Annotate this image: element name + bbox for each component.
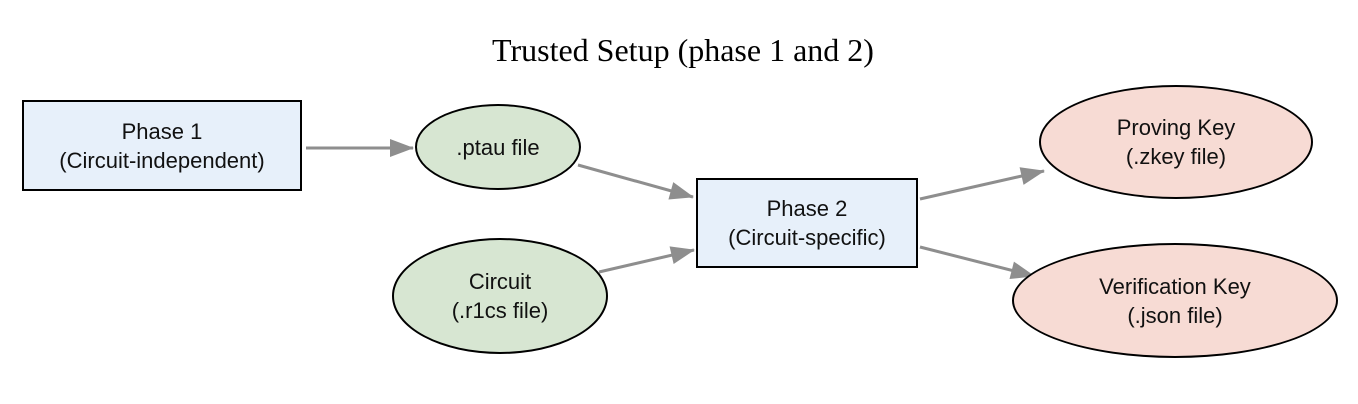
node-verification-key-line2: (.json file) [1127, 302, 1223, 328]
node-circuit-line2: (.r1cs file) [451, 298, 549, 323]
node-phase1: Phase 1 (Circuit-independent) [22, 100, 302, 191]
node-phase1-line2: (Circuit-independent) [59, 147, 265, 173]
node-phase2-line1: Phase 2 [766, 196, 848, 221]
node-phase2: Phase 2 (Circuit-specific) [696, 178, 918, 268]
node-phase2-line2: (Circuit-specific) [728, 225, 886, 250]
edge-ptau-to-phase2 [577, 163, 694, 200]
node-ptau-file: .ptau file [415, 104, 581, 190]
node-circuit: Circuit (.r1cs file) [392, 238, 608, 354]
diagram-title: Trusted Setup (phase 1 and 2) [492, 32, 874, 68]
edge-phase2-to-proving-key [919, 167, 1045, 201]
node-verification-key-line1: Verification Key [1099, 273, 1251, 299]
edge-phase2-to-verification-key [919, 245, 1035, 280]
node-circuit-line1: Circuit [468, 269, 532, 294]
node-phase1-line1: Phase 1 [121, 118, 203, 144]
node-proving-key: Proving Key (.zkey file) [1039, 85, 1313, 199]
node-proving-key-line1: Proving Key [1116, 115, 1236, 140]
node-ptau-file-label: .ptau file [456, 134, 540, 160]
edge-circuit-to-phase2 [598, 246, 695, 274]
node-verification-key: Verification Key (.json file) [1012, 243, 1338, 358]
node-proving-key-line2: (.zkey file) [1125, 144, 1227, 169]
